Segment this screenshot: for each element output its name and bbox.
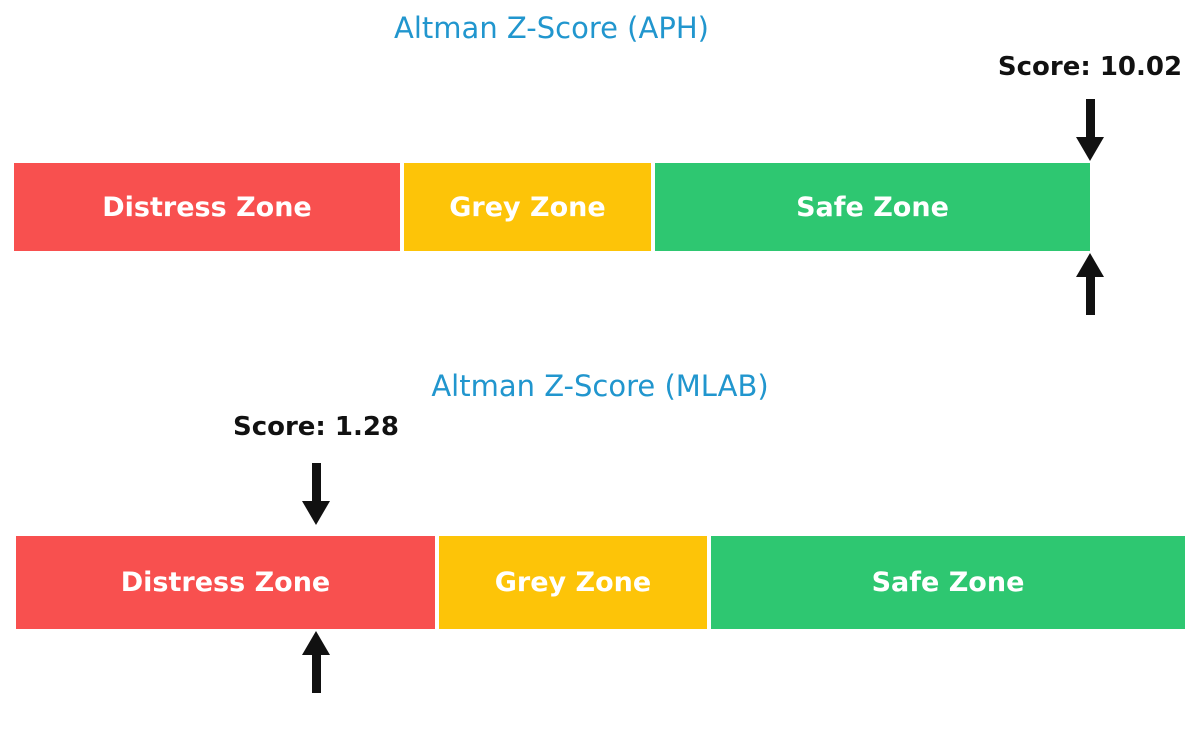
- zone-distress: Distress Zone: [16, 536, 435, 629]
- arrow-head: [1076, 253, 1104, 277]
- chart-title: Altman Z-Score (MLAB): [431, 369, 769, 403]
- arrow-head: [1076, 137, 1104, 161]
- zone-label: Grey Zone: [494, 567, 652, 598]
- zone-bar: Distress Zone Grey Zone Safe Zone: [16, 536, 1185, 629]
- score-annotation: Score: 10.02: [997, 52, 1183, 82]
- arrow-shaft: [1085, 277, 1095, 315]
- arrow-shaft: [311, 463, 321, 501]
- zone-safe: Safe Zone: [655, 163, 1090, 251]
- zone-distress: Distress Zone: [14, 163, 400, 251]
- score-arrow-up-icon: [1076, 253, 1104, 315]
- score-arrow-down-icon: [1076, 99, 1104, 161]
- zone-grey: Grey Zone: [439, 536, 707, 629]
- zone-grey: Grey Zone: [404, 163, 651, 251]
- zone-label: Distress Zone: [120, 567, 331, 598]
- zone-label: Safe Zone: [796, 191, 949, 223]
- arrow-head: [302, 631, 330, 655]
- score-arrow-down-icon: [302, 463, 330, 525]
- score-annotation: Score: 1.28: [232, 412, 400, 442]
- arrow-shaft: [1085, 99, 1095, 137]
- zone-label: Safe Zone: [871, 567, 1025, 598]
- zone-bar: Distress Zone Grey Zone Safe Zone: [14, 163, 1090, 251]
- arrow-shaft: [311, 655, 321, 693]
- zone-label: Distress Zone: [102, 191, 312, 223]
- zone-safe: Safe Zone: [711, 536, 1185, 629]
- score-arrow-up-icon: [302, 631, 330, 693]
- arrow-head: [302, 501, 330, 525]
- chart-title: Altman Z-Score (APH): [394, 11, 709, 45]
- zone-label: Grey Zone: [449, 191, 606, 223]
